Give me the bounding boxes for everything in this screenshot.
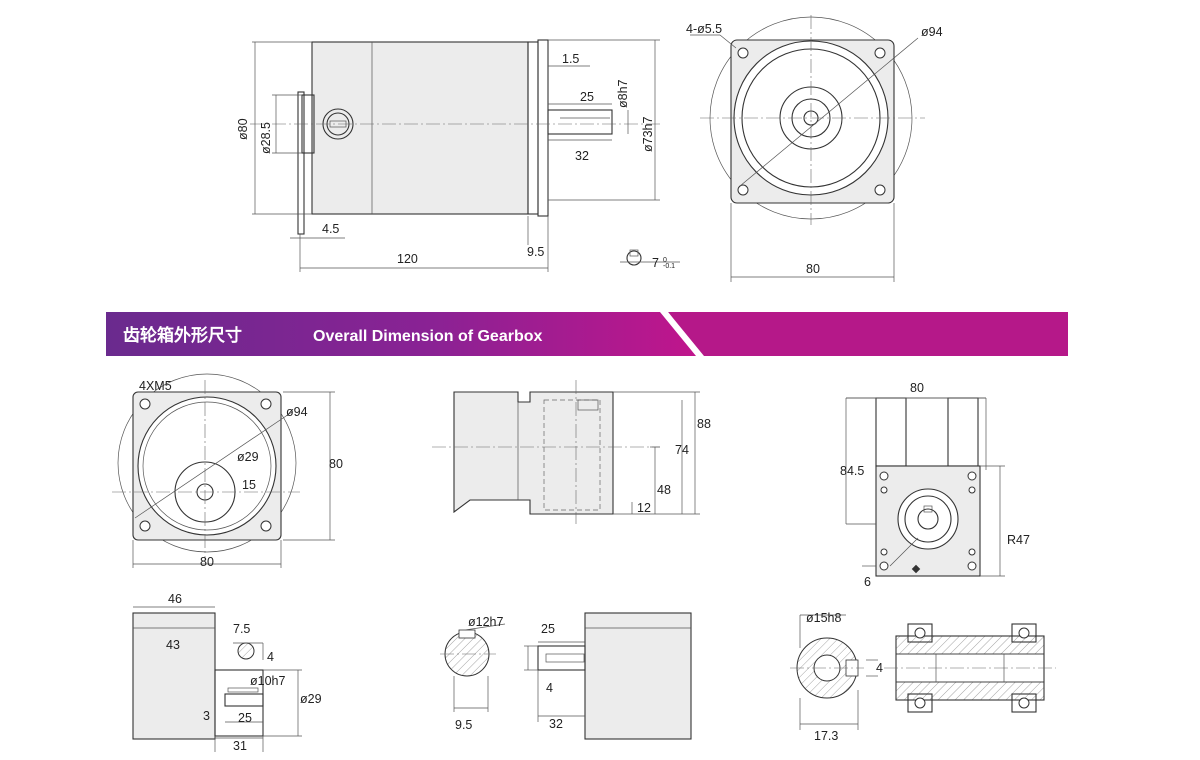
- dim-motor-pcd: ø94: [921, 25, 943, 39]
- dim-gearbox-hub: ø29: [237, 450, 259, 464]
- dim-right-r47: R47: [1007, 533, 1030, 547]
- motor-side-view: ø80 ø28.5 1.5 25 ø8h7 ø73h7 32 4.5 120 9…: [236, 39, 680, 272]
- dim-side-74: 74: [675, 443, 689, 457]
- dim-s10-key-7-5: 7.5: [233, 622, 250, 636]
- dim-right-6: 6: [864, 575, 871, 589]
- dim-s10-shaft: ø10h7: [250, 674, 285, 688]
- dim-motor-od: ø80: [236, 118, 250, 140]
- dim-gearbox-height: 80: [329, 457, 343, 471]
- dim-motor-boss: ø28.5: [259, 122, 273, 154]
- dim-gearbox-pcd: ø94: [286, 405, 308, 419]
- dim-length-120: 120: [397, 252, 418, 266]
- dim-s15-shaft: ø15h8: [806, 611, 841, 625]
- shaft-15-detail: ø15h8 4 17.3: [790, 611, 1056, 743]
- dim-side-48: 48: [657, 483, 671, 497]
- dim-s12-key-4: 4: [546, 681, 553, 695]
- dim-9-5: 9.5: [527, 245, 544, 259]
- dim-shaft-8h7: ø8h7: [616, 79, 630, 108]
- gearbox-front-view: 4XM5 ø94 ø29 15 80 80: [112, 373, 343, 569]
- dim-shaft-32: 32: [575, 149, 589, 163]
- dim-key-7: 7: [652, 256, 659, 270]
- dim-side-88: 88: [697, 417, 711, 431]
- dim-s10-31: 31: [233, 739, 247, 753]
- gearbox-right-view: 80 84.5 R47 6: [840, 381, 1030, 589]
- dim-s12-32: 32: [549, 717, 563, 731]
- dim-s12-25: 25: [541, 622, 555, 636]
- dim-s10-hub: ø29: [300, 692, 322, 706]
- dim-key-tol: 0-0.1: [663, 257, 675, 270]
- dim-side-12: 12: [637, 501, 651, 515]
- banner-title-cn: 齿轮箱外形尺寸: [123, 325, 242, 346]
- dim-s15-key-4: 4: [876, 661, 883, 675]
- dim-key-25: 25: [580, 90, 594, 104]
- dim-gearbox-width: 80: [200, 555, 214, 569]
- dim-s10-3: 3: [203, 709, 210, 723]
- dim-flange-1-5: 1.5: [562, 52, 579, 66]
- banner-title-en: Overall Dimension of Gearbox: [313, 328, 543, 345]
- dim-s12-9-5: 9.5: [455, 718, 472, 732]
- dim-right-80: 80: [910, 381, 924, 395]
- dim-s10-key-4: 4: [267, 650, 274, 664]
- gearbox-side-view: 88 74 48 12: [432, 380, 711, 524]
- motor-front-view: 4-ø5.5 ø94 80: [686, 15, 943, 282]
- dim-gearbox-offset: 15: [242, 478, 256, 492]
- dim-s10-43: 43: [166, 638, 180, 652]
- dim-gearbox-holes: 4XM5: [139, 379, 172, 393]
- shaft-12-detail: ø12h7 25 4 9.5 32: [440, 612, 692, 740]
- dim-motor-width: 80: [806, 262, 820, 276]
- dim-4-5: 4.5: [322, 222, 339, 236]
- dim-motor-holes: 4-ø5.5: [686, 22, 722, 36]
- dim-s10-25: 25: [238, 711, 252, 725]
- dim-right-84-5: 84.5: [840, 464, 864, 478]
- banner-right-bar: [668, 312, 1068, 356]
- dim-s12-shaft: ø12h7: [468, 615, 503, 629]
- shaft-10-detail: 46 43 7.5 4 ø10h7 ø29 3 25 31: [132, 592, 322, 753]
- dim-s15-17-3: 17.3: [814, 729, 838, 743]
- banner-left-bar: [106, 312, 698, 356]
- dim-pilot-73h7: ø73h7: [641, 117, 655, 152]
- dim-s10-46: 46: [168, 592, 182, 606]
- section-banner: 齿轮箱外形尺寸 Overall Dimension of Gearbox: [106, 312, 1068, 356]
